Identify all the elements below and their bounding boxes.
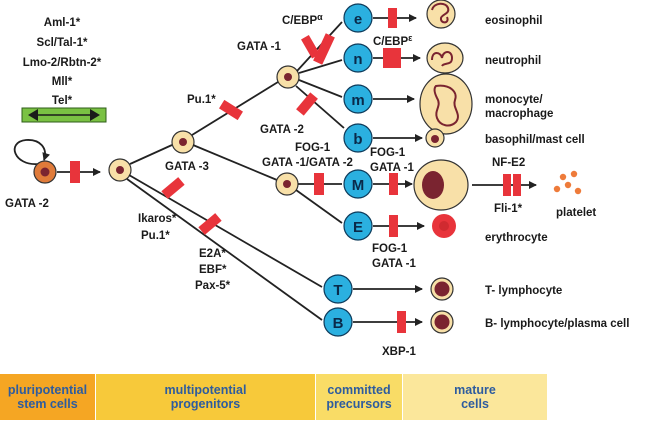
- label-pu1-b: Pu.1*: [141, 230, 170, 242]
- block-gata2-stem: [70, 161, 80, 183]
- regulator-tel: Tel*: [52, 95, 73, 107]
- line-progenitor-to-myeloid: [129, 144, 173, 165]
- label-gata1-c: GATA -1: [372, 258, 416, 270]
- label-gata2-stem: GATA -2: [5, 198, 49, 210]
- output-b-lymphocyte: B- lymphocyte/plasma cell: [485, 318, 629, 330]
- neutrophil-cell: [426, 42, 464, 74]
- node-letter-b: b: [353, 131, 362, 148]
- block-fog1-gata1-E: [389, 215, 398, 237]
- node-erythroid-precursor: [343, 211, 373, 241]
- label-gata2-mid: GATA -2: [260, 124, 304, 136]
- myeloid-progenitor-nucleus: [179, 138, 187, 146]
- block-e2a: [198, 213, 222, 235]
- self-renewal-arrow: [13, 139, 51, 165]
- platelets: [553, 170, 582, 195]
- line-cmp-to-b: [295, 85, 345, 129]
- output-eosinophil: eosinophil: [485, 15, 543, 27]
- node-letter-T: T: [333, 282, 342, 299]
- node-letter-M: M: [352, 177, 365, 194]
- block-pu1: [219, 99, 243, 121]
- label-fli1: Fli-1*: [494, 203, 523, 215]
- regulator-aml1: Aml-1*: [44, 17, 81, 29]
- line-cmp-to-m: [298, 79, 343, 98]
- label-cebpe: C/EBPε: [373, 33, 413, 48]
- label-cebpa: C/EBPα: [282, 12, 323, 27]
- node-basophil-precursor: [343, 123, 373, 153]
- block-cebpe-n: [383, 48, 401, 68]
- label-nfe2: NF-E2: [492, 157, 525, 169]
- block-fog1-gata1-M: [389, 173, 398, 195]
- block-cebpe-e: [388, 8, 397, 28]
- output-t-lymphocyte: T- lymphocyte: [485, 285, 562, 297]
- regulator-mll: Mll*: [52, 76, 73, 88]
- node-eosinophil-precursor: [343, 3, 373, 33]
- node-megakaryocyte-precursor: [343, 169, 373, 199]
- stage-bar: pluripotential stem cells multipotential…: [0, 374, 660, 420]
- stage-pluripotential: pluripotential stem cells: [0, 374, 95, 420]
- node-t-precursor: [323, 274, 353, 304]
- output-monocyte: monocyte/: [485, 94, 543, 106]
- block-gata1-top: [301, 34, 320, 59]
- label-pax5: Pax-5*: [195, 280, 231, 292]
- label-gata1-b: GATA -1: [370, 162, 414, 174]
- stage-mature: mature cells: [403, 374, 547, 420]
- block-fog1-gata1-mep: [314, 173, 324, 195]
- monocyte-macrophage-cell: [419, 73, 473, 135]
- node-letter-E: E: [353, 219, 363, 236]
- line-cmp-to-e: [296, 21, 343, 72]
- stage-multipotential: multipotential progenitors: [96, 374, 315, 420]
- node-neutrophil-precursor: [343, 43, 373, 73]
- node-letter-m: m: [351, 92, 364, 109]
- node-letter-e: e: [354, 11, 362, 28]
- label-ikaros: Ikaros*: [138, 213, 177, 225]
- stage-committed: committed precursors: [316, 374, 402, 420]
- label-fog1-c: FOG-1: [372, 243, 408, 255]
- progenitor-nucleus: [116, 166, 124, 174]
- label-fog1-b: FOG-1: [370, 147, 406, 159]
- node-b-precursor: [323, 307, 353, 337]
- mep-nucleus: [283, 180, 291, 188]
- output-macrophage: macrophage: [485, 108, 553, 120]
- output-erythrocyte: erythrocyte: [485, 232, 548, 244]
- node-letter-n: n: [353, 51, 362, 68]
- stem-cell-nucleus: [40, 167, 50, 177]
- line-myeloid-to-mep: [192, 144, 278, 181]
- block-fli1: [513, 174, 521, 196]
- b-lymphocyte-cell: [430, 310, 454, 334]
- eosinophil-cell: [426, 0, 456, 29]
- block-nfe2: [503, 174, 511, 196]
- label-e2a: E2A*: [199, 248, 226, 260]
- hematopoiesis-diagram: Aml-1* Scl/Tal-1* Lmo-2/Rbtn-2* Mll* Tel…: [5, 0, 629, 358]
- label-pu1: Pu.1*: [187, 94, 216, 106]
- cmp-nucleus: [284, 73, 292, 81]
- line-cmp-to-n: [298, 59, 343, 74]
- output-platelet: platelet: [556, 207, 596, 219]
- erythrocyte-cell: [432, 214, 456, 238]
- regulator-scl-tal1: Scl/Tal-1*: [37, 37, 88, 49]
- label-gata1-top: GATA -1: [237, 41, 281, 53]
- block-ikaros: [161, 177, 185, 199]
- regulator-lmo2-rbtn2: Lmo-2/Rbtn-2*: [23, 57, 102, 69]
- label-gata3: GATA -3: [165, 161, 209, 173]
- block-cebpa: [313, 33, 335, 65]
- line-mep-to-E: [295, 189, 343, 224]
- line-progenitor-to-b: [126, 178, 323, 321]
- label-gata1-gata2: GATA -1/GATA -2: [262, 157, 353, 169]
- double-arrow-icon: [21, 107, 107, 123]
- label-ebf: EBF*: [199, 264, 227, 276]
- block-gata2-mid: [296, 92, 318, 116]
- label-fog1-a: FOG-1: [295, 142, 331, 154]
- output-basophil: basophil/mast cell: [485, 134, 585, 146]
- megakaryocyte-cell: [413, 159, 469, 211]
- t-lymphocyte-cell: [430, 277, 454, 301]
- node-letter-B: B: [333, 315, 344, 332]
- output-neutrophil: neutrophil: [485, 55, 541, 67]
- label-xbp1: XBP-1: [382, 346, 416, 358]
- basophil-mast-cell: [425, 128, 445, 148]
- block-xbp1: [397, 311, 406, 333]
- node-monocyte-precursor: [343, 84, 373, 114]
- line-progenitor-to-t: [128, 174, 323, 288]
